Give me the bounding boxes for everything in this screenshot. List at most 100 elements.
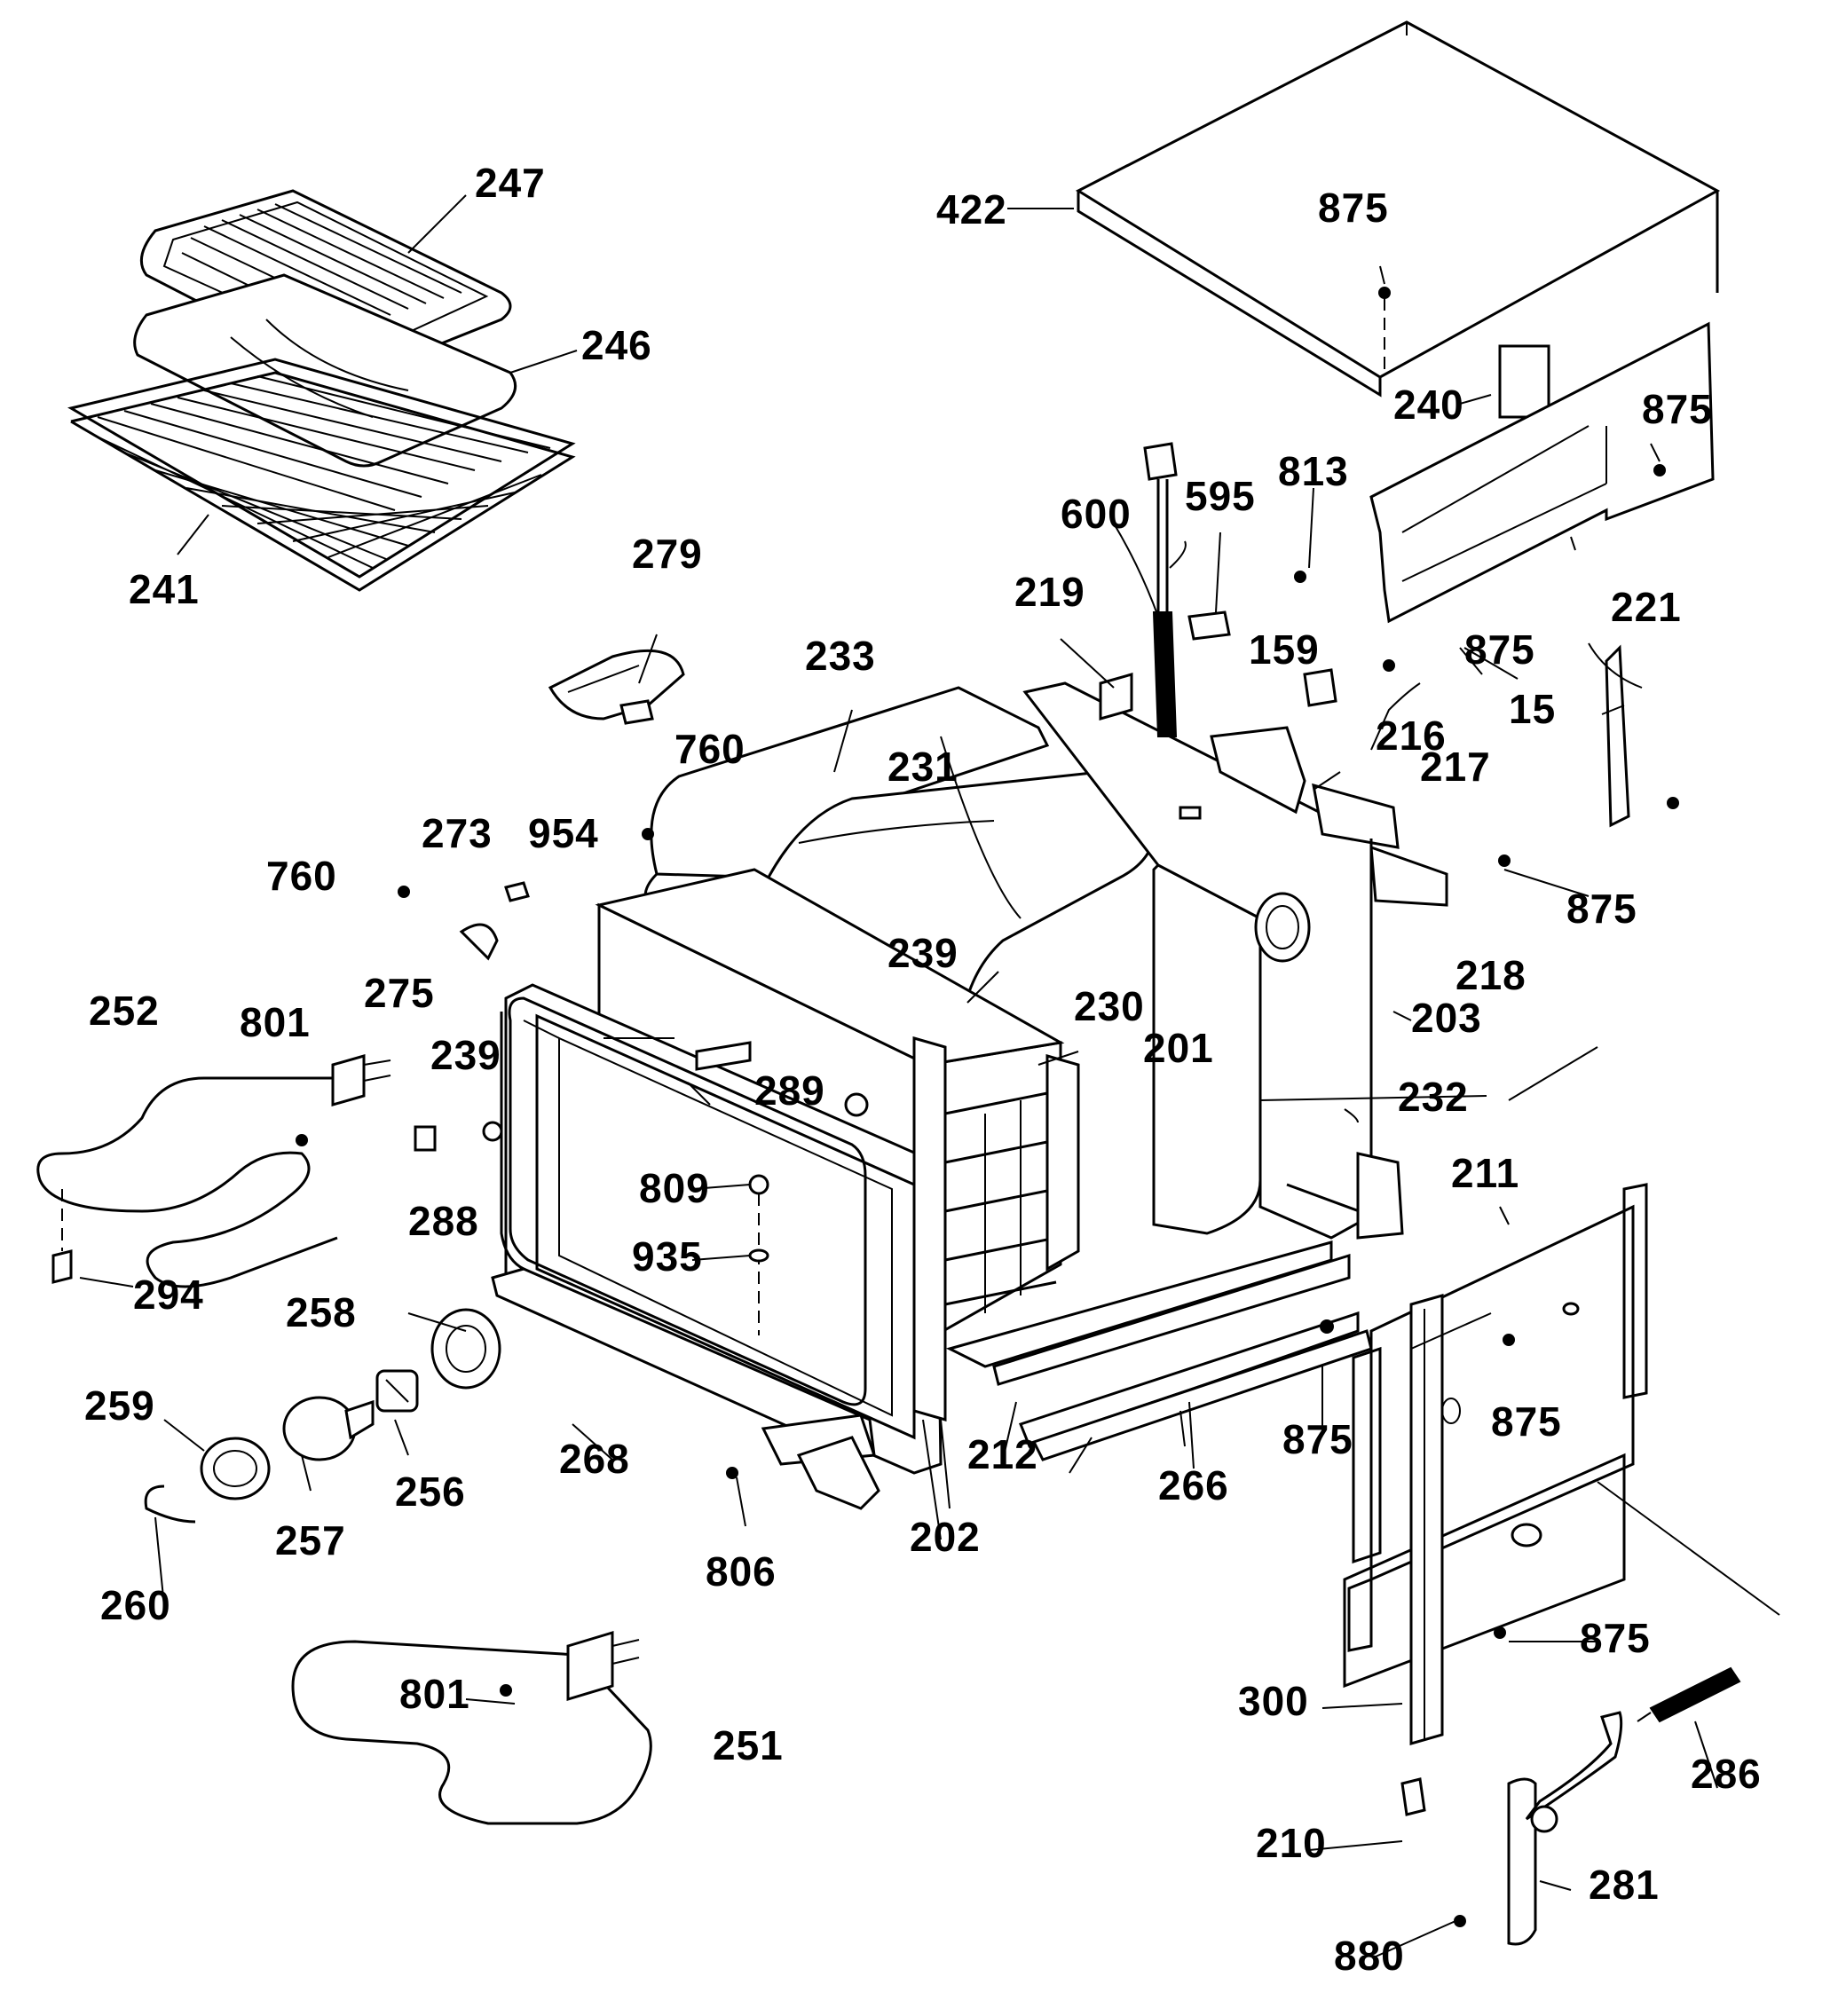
back-right-bracket [1286, 839, 1404, 1240]
hole-plug-2 [844, 1092, 869, 1117]
label-760-top: 760 [674, 726, 746, 772]
label-275: 275 [364, 970, 435, 1016]
top-cover [1075, 20, 1721, 398]
label-241: 241 [129, 566, 200, 612]
back-panel-bracket [1369, 321, 1715, 624]
label-279: 279 [632, 531, 703, 577]
panel-clip [1400, 1777, 1426, 1816]
label-273: 273 [422, 810, 493, 856]
label-875-kick: 875 [1282, 1416, 1353, 1462]
label-813: 813 [1278, 448, 1349, 494]
label-875-top: 875 [1318, 185, 1389, 231]
label-257: 257 [275, 1517, 346, 1563]
leader-lines [79, 194, 1780, 1957]
oven-side-wrapper [1045, 1054, 1080, 1272]
bottom-bracket [945, 1240, 1351, 1386]
label-230: 230 [1074, 983, 1145, 1029]
light-socket [375, 1369, 419, 1413]
label-259: 259 [84, 1382, 155, 1429]
label-221: 221 [1611, 584, 1682, 630]
label-300: 300 [1238, 1678, 1309, 1724]
label-268: 268 [559, 1436, 630, 1482]
label-256: 256 [395, 1469, 466, 1515]
label-202: 202 [910, 1514, 981, 1560]
label-289: 289 [754, 1067, 825, 1114]
label-15: 15 [1509, 686, 1556, 732]
label-217: 217 [1420, 744, 1491, 790]
label-294: 294 [133, 1272, 204, 1318]
harness-clamp [1187, 610, 1231, 641]
label-801-lower: 801 [399, 1671, 470, 1717]
broil-element [36, 1054, 391, 1288]
bake-element [291, 1630, 652, 1825]
label-240: 240 [1393, 382, 1464, 428]
label-595: 595 [1185, 473, 1256, 519]
oven-vent-cap [548, 649, 685, 725]
label-760-left: 760 [266, 853, 337, 899]
label-266: 266 [1158, 1462, 1229, 1508]
label-801-upper: 801 [240, 999, 311, 1045]
light-lens [200, 1437, 271, 1500]
sensor-mount [459, 923, 499, 961]
label-875-bottom: 875 [1580, 1615, 1651, 1661]
screws [296, 287, 1679, 1927]
label-288: 288 [408, 1198, 479, 1244]
toe-kick-panel [1019, 1311, 1373, 1461]
vent-duct [1498, 344, 1550, 419]
label-251: 251 [713, 1722, 784, 1768]
oven-side-panel [912, 1036, 947, 1421]
label-233: 233 [805, 633, 876, 679]
label-211: 211 [1451, 1150, 1519, 1196]
label-875-right: 875 [1566, 886, 1637, 932]
probe-cover-2 [748, 1248, 769, 1263]
label-281: 281 [1589, 1862, 1660, 1908]
label-159: 159 [1249, 626, 1320, 673]
label-600: 600 [1061, 491, 1132, 537]
label-203: 203 [1411, 995, 1482, 1041]
plug-button [504, 881, 530, 902]
label-286: 286 [1691, 1751, 1762, 1797]
label-258: 258 [286, 1289, 357, 1335]
label-954: 954 [528, 810, 599, 856]
probe-cover [748, 1174, 769, 1335]
door-hinge [1507, 1711, 1623, 1946]
label-247: 247 [475, 160, 546, 206]
label-232: 232 [1398, 1074, 1469, 1120]
label-201: 201 [1143, 1025, 1214, 1071]
lens-wire-clip [144, 1484, 196, 1524]
label-935: 935 [632, 1233, 703, 1280]
label-260: 260 [100, 1582, 171, 1628]
door-spring [1637, 1666, 1741, 1723]
label-252: 252 [89, 988, 160, 1034]
label-218: 218 [1456, 952, 1526, 998]
label-875-back: 875 [1642, 386, 1713, 432]
light-bulb [282, 1396, 375, 1461]
burner-baffle [695, 1041, 752, 1071]
label-875-159: 875 [1464, 626, 1535, 673]
label-219: 219 [1014, 569, 1085, 615]
hole-plug [414, 1125, 437, 1152]
element-bracket-clip [51, 1189, 73, 1284]
label-239-lower: 239 [430, 1032, 501, 1078]
oven-rack [67, 358, 576, 592]
label-239-upper: 239 [888, 930, 958, 976]
front-side-trim [1409, 1294, 1444, 1745]
label-875-panel: 875 [1491, 1398, 1562, 1445]
broiler-pan [133, 273, 517, 468]
label-231: 231 [888, 744, 958, 790]
light-socket-receptacle [430, 1308, 501, 1390]
label-216: 216 [1376, 713, 1447, 759]
label-210: 210 [1256, 1820, 1327, 1866]
thermostat-bracket [1303, 668, 1337, 707]
label-422: 422 [936, 186, 1007, 232]
front-frame-bottom [796, 1436, 880, 1510]
label-246: 246 [581, 322, 652, 368]
label-880: 880 [1334, 1933, 1405, 1979]
sensor-probe [1605, 644, 1630, 828]
grommet [482, 1121, 503, 1142]
label-212: 212 [967, 1431, 1038, 1477]
label-806: 806 [706, 1548, 777, 1595]
label-809: 809 [639, 1165, 710, 1211]
part-labels: 247 246 241 422 875 240 875 221 600 595 … [84, 160, 1762, 1979]
